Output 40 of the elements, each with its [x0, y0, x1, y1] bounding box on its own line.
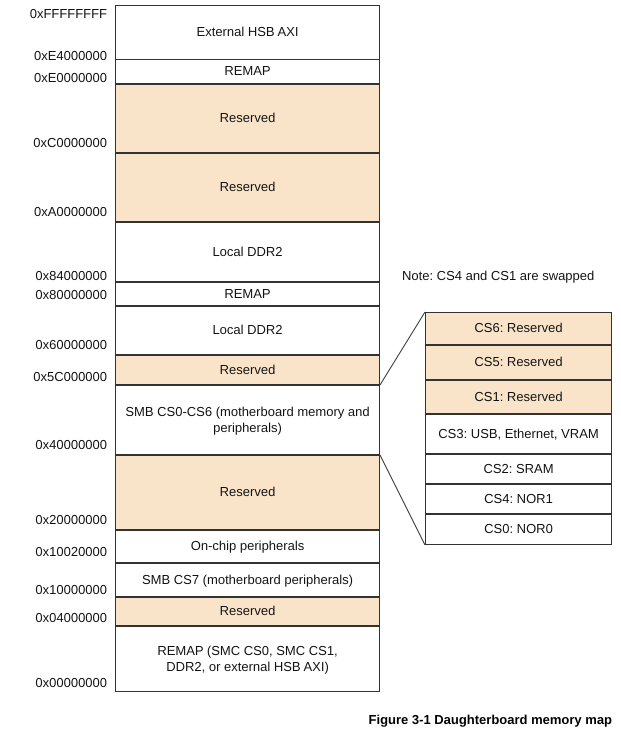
memory-region-box: REMAP (SMC CS0, SMC CS1, DDR2, or external HSB AXI)	[115, 626, 380, 692]
reserved-region-box: Reserved	[115, 84, 380, 153]
memory-region-box: CS2: SRAM	[425, 454, 612, 484]
address-label: 0xC0000000	[33, 135, 107, 150]
reserved-region-box: Reserved	[115, 355, 380, 385]
zoom-line	[380, 312, 426, 386]
memory-region-box: REMAP	[115, 282, 380, 306]
memory-region-box: CS4: NOR1	[425, 484, 612, 514]
address-label: 0x20000000	[35, 512, 107, 527]
address-label: 0x84000000	[35, 268, 107, 283]
memory-region-box: SMB CS0-CS6 (motherboard memory and peripherals)	[115, 385, 380, 455]
address-label: 0x00000000	[35, 675, 107, 690]
figure-caption: Figure 3-1 Daughterboard memory map	[368, 712, 612, 727]
zoom-line	[380, 454, 426, 546]
address-label: 0x40000000	[35, 437, 107, 452]
note-text: Note: CS4 and CS1 are swapped	[402, 268, 596, 283]
memory-region-box: CS3: USB, Ethernet, VRAM	[425, 414, 612, 454]
memory-region-box: SMB CS7 (motherboard peripherals)	[115, 563, 380, 597]
address-label: 0x10020000	[35, 544, 107, 559]
address-label: 0x10000000	[35, 582, 107, 597]
address-label: 0xE4000000	[34, 48, 107, 63]
reserved-region-box: CS6: Reserved	[425, 312, 612, 345]
address-label: 0xA0000000	[34, 204, 107, 219]
memory-region-box: External HSB AXI	[115, 5, 380, 60]
address-label: 0xFFFFFFFF	[30, 6, 107, 21]
reserved-region-box: Reserved	[115, 153, 380, 222]
reserved-region-box: Reserved	[115, 597, 380, 626]
address-label: 0x04000000	[35, 610, 107, 625]
reserved-region-box: CS1: Reserved	[425, 380, 612, 414]
address-label: 0x60000000	[35, 337, 107, 352]
address-label: 0x80000000	[35, 287, 107, 302]
reserved-region-box: Reserved	[115, 455, 380, 530]
memory-region-box: REMAP	[115, 59, 380, 84]
memory-region-box: On-chip peripherals	[115, 530, 380, 563]
memory-region-box: Local DDR2	[115, 306, 380, 355]
memory-region-box: CS0: NOR0	[425, 514, 612, 545]
reserved-region-box: CS5: Reserved	[425, 345, 612, 380]
address-label: 0x5C000000	[33, 369, 107, 384]
address-label: 0xE0000000	[34, 70, 107, 85]
memory-region-box: Local DDR2	[115, 222, 380, 282]
